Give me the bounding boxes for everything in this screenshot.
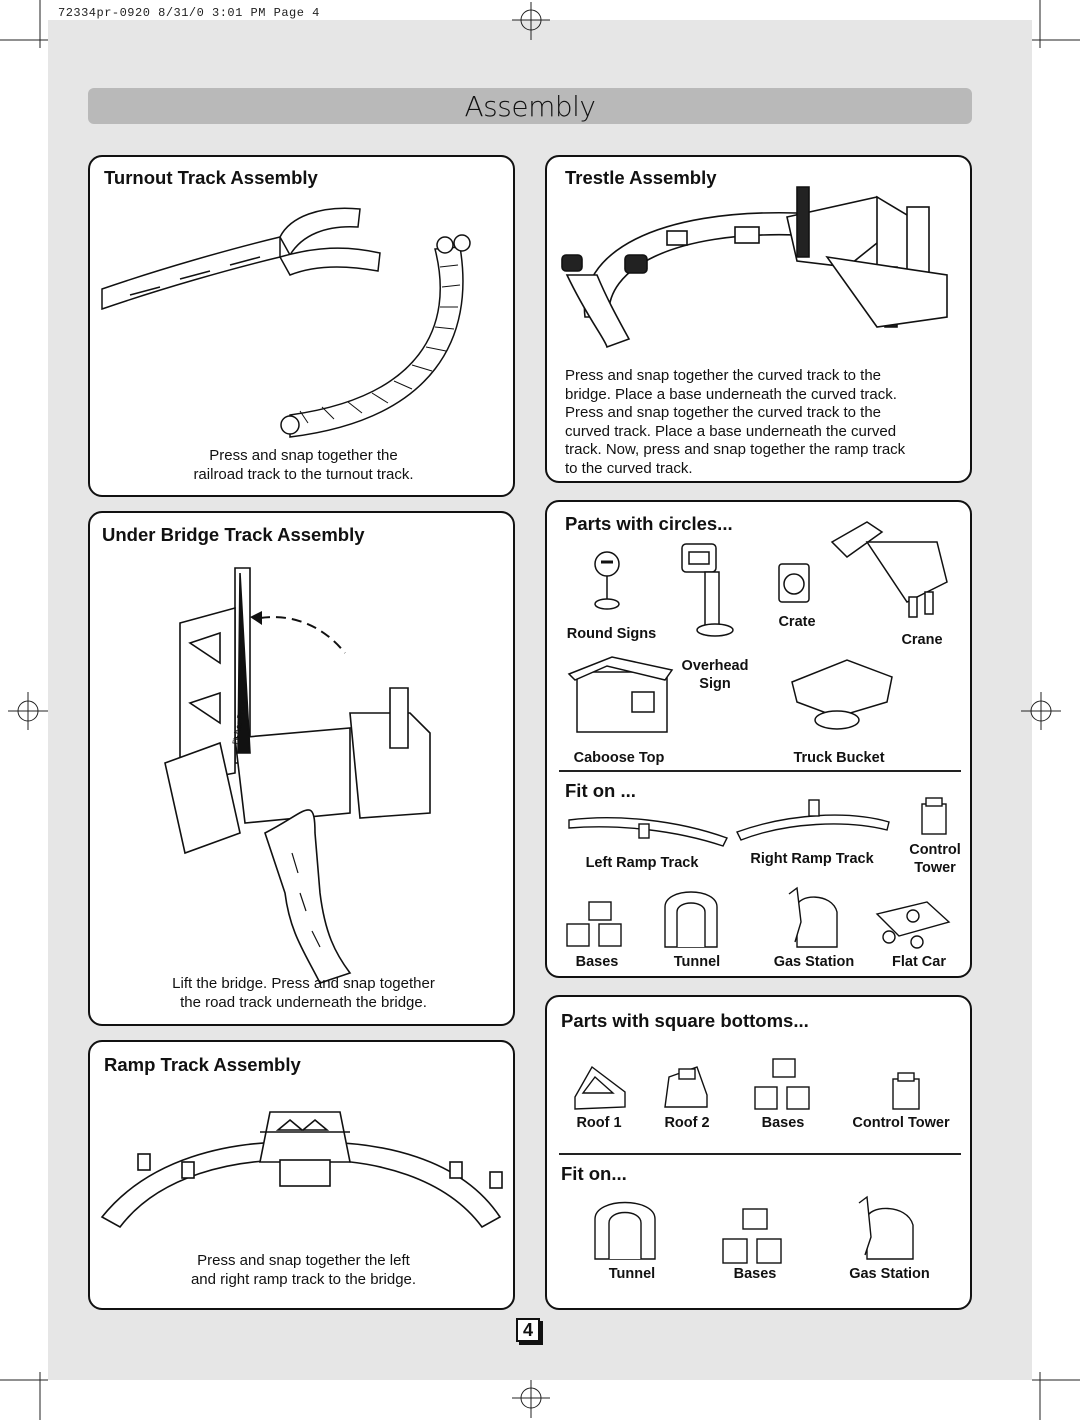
crane-label: Crane — [901, 632, 943, 648]
crane-icon — [830, 521, 948, 618]
turnout-track-panel: Turnout Track Assembly Press and snap to… — [88, 155, 515, 497]
control-tower-label-line: Control — [909, 842, 961, 858]
under-bridge-illustration: Fisher-Price — [164, 567, 431, 984]
trestle-panel: Trestle Assembly Press and snap together… — [545, 155, 972, 483]
section-divider — [559, 1153, 961, 1155]
trestle-caption-line: track. Now, press and snap together the … — [565, 441, 906, 458]
overhead-sign-icon — [681, 543, 734, 637]
under-bridge-caption-line: the road track underneath the bridge. — [180, 993, 427, 1011]
ramp-track-caption: Press and snap together the left and rig… — [90, 1252, 517, 1289]
roof-1-icon — [574, 1065, 626, 1110]
ramp-caption-line: Press and snap together the left — [197, 1252, 410, 1269]
tunnel-label: Tunnel — [608, 1266, 656, 1282]
turnout-track-caption: Press and snap together the railroad tra… — [90, 447, 517, 484]
parts-with-square-bottoms-title: Parts with square bottoms... — [561, 1010, 809, 1031]
under-bridge-panel: Under Bridge Track Assembly Fisher-Price… — [88, 511, 515, 1026]
crate-label: Crate — [778, 614, 816, 630]
right-ramp-track-icon — [736, 799, 890, 841]
trestle-caption-line: Press and snap together the curved track… — [565, 367, 882, 384]
trestle-caption: Press and snap together the curved track… — [565, 367, 965, 478]
bases-icon — [722, 1208, 782, 1264]
tunnel-label: Tunnel — [673, 954, 721, 970]
overhead-sign-label-line: Overhead — [681, 658, 749, 674]
fit-on-illustrations — [566, 797, 951, 949]
control-tower-label: Control Tower — [897, 841, 973, 877]
roof-1-label: Roof 1 — [576, 1115, 622, 1131]
control-tower-icon — [921, 797, 947, 835]
tunnel-icon — [594, 1201, 656, 1260]
gas-station-label: Gas Station — [849, 1266, 930, 1282]
under-bridge-caption-line: Lift the bridge. Press and snap together — [172, 975, 435, 992]
under-bridge-title: Under Bridge Track Assembly — [102, 524, 365, 545]
flat-car-label: Flat Car — [892, 954, 946, 970]
overhead-sign-label: Overhead Sign — [665, 657, 765, 693]
control-tower-label-line: Tower — [914, 860, 956, 876]
trestle-caption-line: bridge. Place a base underneath the curv… — [565, 385, 897, 403]
turnout-caption-line: railroad track to the turnout track. — [193, 465, 414, 483]
roof-2-icon — [664, 1066, 708, 1108]
ramp-track-panel: Ramp Track Assembly Press and snap toget… — [88, 1040, 515, 1310]
bases-label: Bases — [733, 1266, 777, 1282]
overhead-sign-label-line: Sign — [699, 676, 731, 692]
bases-icon — [754, 1058, 810, 1110]
trestle-illustration — [561, 186, 948, 349]
bases-icon — [566, 901, 622, 947]
round-sign-icon — [594, 551, 620, 610]
gas-station-icon — [858, 1195, 914, 1260]
left-ramp-track-icon — [568, 817, 728, 847]
round-signs-label: Round Signs — [566, 626, 657, 642]
truck-bucket-icon — [791, 659, 893, 730]
turnout-caption-line: Press and snap together the — [209, 447, 398, 464]
parts-with-circles-title: Parts with circles... — [565, 513, 733, 534]
right-ramp-track-label: Right Ramp Track — [750, 851, 874, 867]
control-tower-icon — [892, 1072, 920, 1110]
trestle-caption-line: Press and snap together the curved track… — [565, 404, 882, 421]
truck-bucket-label: Truck Bucket — [793, 750, 885, 766]
left-ramp-track-label: Left Ramp Track — [585, 855, 699, 871]
page-title-banner: Assembly — [88, 88, 972, 124]
under-bridge-caption: Lift the bridge. Press and snap together… — [90, 975, 517, 1012]
trestle-caption-line: to the curved track. — [565, 459, 693, 477]
crate-icon — [778, 563, 810, 603]
ramp-track-title: Ramp Track Assembly — [104, 1054, 301, 1075]
parts-with-circles-illustrations — [567, 521, 948, 733]
caboose-top-icon — [567, 656, 674, 733]
ramp-track-illustration — [100, 1111, 503, 1229]
ramp-caption-line: and right ramp track to the bridge. — [190, 1270, 417, 1288]
section-divider — [559, 770, 961, 772]
turnout-track-illustration — [101, 207, 471, 438]
parts-with-circles-panel: Parts with circles... — [545, 500, 972, 978]
turnout-track-title: Turnout Track Assembly — [104, 167, 318, 188]
gas-station-label: Gas Station — [773, 954, 855, 970]
gas-station-icon — [788, 886, 838, 948]
page-number: 4 — [516, 1318, 540, 1342]
control-tower-label: Control Tower — [852, 1115, 950, 1131]
flat-car-icon — [875, 901, 951, 949]
print-slug: 72334pr-0920 8/31/0 3:01 PM Page 4 — [58, 6, 320, 20]
bases-label: Bases — [575, 954, 619, 970]
roof-2-label: Roof 2 — [664, 1115, 710, 1131]
trestle-title: Trestle Assembly — [565, 167, 717, 188]
bases-label: Bases — [761, 1115, 805, 1131]
tunnel-icon — [664, 891, 718, 948]
trestle-caption-line: curved track. Place a base underneath th… — [565, 422, 897, 440]
square-fit-on-illustrations — [594, 1195, 914, 1264]
fit-on-title: Fit on ... — [565, 780, 636, 801]
fit-on-title: Fit on... — [561, 1163, 627, 1184]
parts-with-square-bottoms-panel: Parts with square bottoms... Roof 1 Roof… — [545, 995, 972, 1310]
caboose-top-label: Caboose Top — [573, 750, 665, 766]
page-title: Assembly — [464, 89, 596, 123]
square-parts-illustrations — [574, 1058, 920, 1110]
